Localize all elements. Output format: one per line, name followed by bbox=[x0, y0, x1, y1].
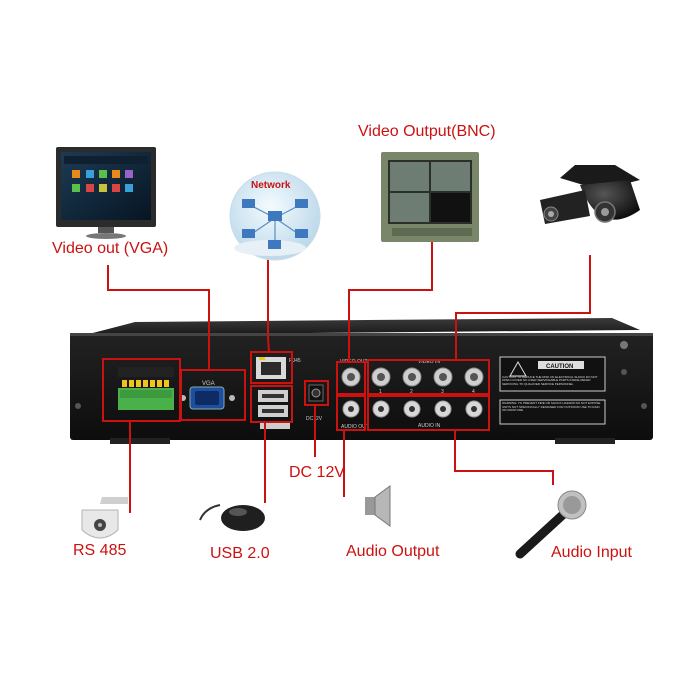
usb-sticker bbox=[260, 423, 290, 429]
label-network: Network bbox=[251, 180, 291, 191]
caution-label: CAUTION bbox=[499, 356, 606, 425]
channel-number: 1 bbox=[379, 389, 382, 395]
usb-ports[interactable] bbox=[258, 390, 288, 417]
label-audio-input: Audio Input bbox=[551, 544, 632, 561]
ptz-camera-icon bbox=[81, 497, 128, 539]
audio-out-panel-label: AUDIO OUT bbox=[341, 424, 369, 430]
dc-jack[interactable] bbox=[308, 384, 324, 402]
caution-text: CAUTION: TO REDUCE THE RISK OF ELECTRICA… bbox=[502, 376, 598, 386]
crt-monitor-icon bbox=[381, 152, 479, 242]
dome-camera-icon bbox=[540, 165, 640, 224]
video-out-bnc[interactable] bbox=[341, 367, 361, 387]
label-video-out-vga: Video out (VGA) bbox=[52, 240, 169, 257]
audio-in-rca-group[interactable] bbox=[372, 400, 483, 418]
channel-number: 4 bbox=[472, 389, 475, 395]
audio-out-rca[interactable] bbox=[342, 400, 360, 418]
rs485-terminal-block bbox=[118, 367, 174, 410]
channel-number: 3 bbox=[441, 389, 444, 395]
dc-highlight-box bbox=[304, 380, 329, 406]
vga-panel-label: VGA bbox=[202, 381, 215, 387]
label-video-output-bnc: Video Output(BNC) bbox=[358, 123, 496, 140]
label-audio-output: Audio Output bbox=[346, 543, 440, 560]
usb-highlight-box bbox=[250, 385, 293, 423]
video-in-highlight-box bbox=[367, 359, 490, 395]
audio-in-panel-label: AUDIO IN bbox=[418, 423, 441, 429]
label-usb: USB 2.0 bbox=[210, 545, 270, 562]
video-in-panel-label: VIDEO IN bbox=[418, 359, 440, 365]
video-out-highlight-box bbox=[336, 361, 366, 395]
vga-port[interactable] bbox=[180, 386, 235, 410]
warning-text: WARNING: TO PREVENT FIRE OR SHOCK HAZARD… bbox=[502, 402, 601, 413]
network-globe-icon bbox=[229, 171, 321, 261]
audio-in-highlight-box bbox=[367, 395, 490, 431]
microphone-icon bbox=[515, 490, 587, 559]
speaker-icon bbox=[365, 485, 391, 527]
vga-highlight-box bbox=[180, 369, 246, 421]
channel-numbers: 1 2 3 4 bbox=[379, 389, 475, 395]
audio-out-highlight-box bbox=[336, 395, 366, 431]
monitor-icon bbox=[56, 147, 156, 239]
rj45-highlight-box bbox=[250, 351, 293, 384]
rj45-port[interactable] bbox=[256, 357, 286, 379]
video-in-bnc-group[interactable] bbox=[371, 367, 484, 387]
label-dc: DC 12V bbox=[289, 464, 346, 481]
channel-number: 2 bbox=[410, 389, 413, 395]
rj45-panel-label: RJ45 bbox=[289, 358, 301, 364]
mouse-icon bbox=[199, 504, 265, 531]
label-rs485: RS 485 bbox=[73, 542, 127, 559]
caution-title: CAUTION bbox=[546, 364, 573, 370]
callout-lines bbox=[107, 242, 591, 513]
